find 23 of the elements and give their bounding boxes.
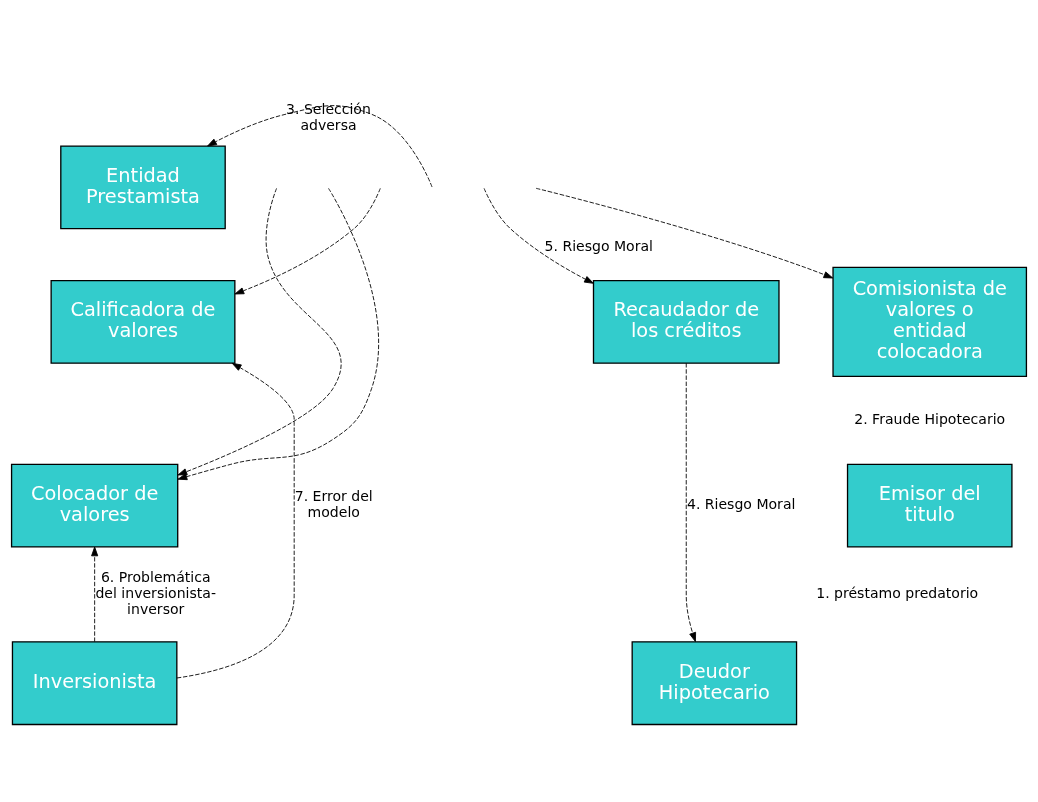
arrow xyxy=(483,187,594,284)
edge-label: 6. Problemática del inversionista- inversor xyxy=(95,568,217,617)
node-box: Entidad Prestamista xyxy=(60,145,226,230)
node-box: Comisionista de valores o entidad colocadora xyxy=(832,266,1028,378)
edge-label: 7. Error del modelo xyxy=(294,488,373,520)
edge-label: 4. Riesgo Moral xyxy=(686,495,796,512)
arrow xyxy=(535,187,834,279)
node-box: Colocador de valores xyxy=(10,463,179,548)
node-box: Recaudador de los créditos xyxy=(592,279,780,364)
arrow xyxy=(685,362,697,642)
node-box: Calificadora de valores xyxy=(50,279,236,364)
node-box: Emisor del titulo xyxy=(846,463,1013,548)
node-box: Inversionista xyxy=(11,641,178,726)
node-box: Deudor Hipotecario xyxy=(631,641,798,726)
arrow xyxy=(207,105,433,188)
arrow xyxy=(91,546,99,643)
label: 1. préstamo predatorio xyxy=(816,584,979,601)
arrow xyxy=(234,187,381,295)
edge-label: 5. Riesgo Moral xyxy=(544,238,654,255)
label: 2. Fraude Hipotecario xyxy=(854,410,1006,427)
arrow xyxy=(177,187,342,481)
arrow xyxy=(177,187,380,481)
arrow xyxy=(176,362,295,679)
